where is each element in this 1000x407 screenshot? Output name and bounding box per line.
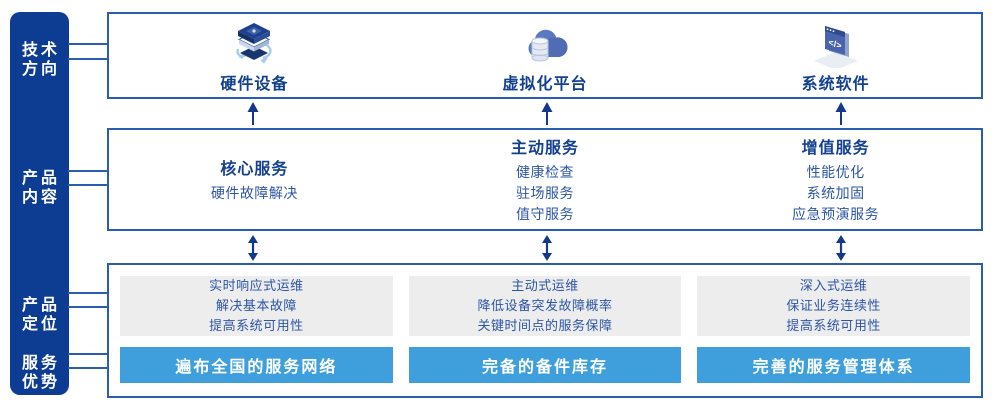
up-arrow-icon xyxy=(541,102,553,125)
service-advantage-banner: 完备的备件库存 xyxy=(408,347,682,383)
positioning-line: 实时响应式运维 xyxy=(209,278,304,293)
positioning-column-realtime: 实时响应式运维 解决基本故障 提高系统可用性 遍布全国的服务网络 xyxy=(120,276,393,383)
connector-line xyxy=(68,306,108,308)
sidebar: 技术 方向 产品 内容 产品 定位 服务 优势 xyxy=(10,12,69,395)
sidebar-item-tech-direction: 技术 方向 xyxy=(10,41,69,79)
positioning-column-proactive: 主动式运维 降低设备突发故障概率 关键时间点的服务保障 完备的备件库存 xyxy=(408,276,682,383)
double-arrow-icon xyxy=(836,235,846,261)
tech-direction-box: 硬件设备 虚拟化平台 </> 系统软件 xyxy=(107,12,983,99)
up-arrow-icon xyxy=(835,102,847,125)
sidebar-label-line: 定位 xyxy=(21,316,60,333)
positioning-panel: 深入式运维 保证业务连续性 提高系统可用性 xyxy=(697,276,971,336)
service-item: 性能优化 xyxy=(806,164,865,180)
tech-direction-label: 硬件设备 xyxy=(220,75,289,93)
sidebar-label-line: 方向 xyxy=(21,61,60,78)
connector-line xyxy=(68,43,108,45)
positioning-line: 提高系统可用性 xyxy=(209,318,304,333)
double-arrow-icon xyxy=(248,235,258,261)
sidebar-item-product-content: 产品 内容 xyxy=(10,169,69,207)
service-item: 驻场服务 xyxy=(516,185,574,201)
sidebar-label-line: 优势 xyxy=(21,374,60,391)
tech-direction-software: </> 系统软件 xyxy=(690,14,981,97)
service-column-value-added: 增值服务 性能优化 系统加固 应急预演服务 xyxy=(690,130,981,229)
code-window-icon: </> xyxy=(813,25,858,68)
connector-line xyxy=(68,367,108,369)
positioning-panel: 主动式运维 降低设备突发故障概率 关键时间点的服务保障 xyxy=(408,276,682,336)
connector-line xyxy=(68,170,108,172)
product-positioning-box: 实时响应式运维 解决基本故障 提高系统可用性 遍布全国的服务网络 主动式运维 降… xyxy=(107,263,983,398)
tech-direction-virtualization: 虚拟化平台 xyxy=(400,14,691,97)
connector-line xyxy=(68,58,108,60)
positioning-line: 主动式运维 xyxy=(511,278,579,293)
sidebar-item-product-positioning: 产品 定位 xyxy=(10,296,69,334)
svg-text:</>: </> xyxy=(828,37,841,51)
product-content-box: 核心服务 硬件故障解决 主动服务 健康检查 驻场服务 值守服务 增值服务 性能优… xyxy=(107,128,983,231)
service-column-proactive: 主动服务 健康检查 驻场服务 值守服务 xyxy=(400,130,691,229)
sidebar-label-line: 技术 xyxy=(21,42,60,59)
positioning-line: 提高系统可用性 xyxy=(786,318,881,333)
positioning-line: 深入式运维 xyxy=(799,278,868,293)
tech-direction-label: 系统软件 xyxy=(801,75,870,93)
positioning-column-indepth: 深入式运维 保证业务连续性 提高系统可用性 完善的服务管理体系 xyxy=(697,276,971,383)
service-title: 主动服务 xyxy=(511,140,580,157)
cloud-database-icon xyxy=(528,29,568,61)
service-advantage-banner: 完善的服务管理体系 xyxy=(697,347,971,383)
service-column-core: 核心服务 硬件故障解决 xyxy=(109,130,400,229)
service-item: 值守服务 xyxy=(516,206,574,222)
service-item: 健康检查 xyxy=(516,164,574,180)
sidebar-label-line: 产品 xyxy=(21,297,60,314)
tech-direction-hardware: 硬件设备 xyxy=(109,14,400,97)
positioning-line: 降低设备突发故障概率 xyxy=(477,298,613,313)
connector-line xyxy=(68,292,108,294)
positioning-line: 解决基本故障 xyxy=(215,298,297,313)
service-title: 核心服务 xyxy=(220,161,289,178)
sidebar-label-line: 产品 xyxy=(21,170,60,187)
service-item: 硬件故障解决 xyxy=(210,185,298,201)
server-stack-icon xyxy=(236,22,272,63)
connector-line xyxy=(68,184,108,186)
service-item: 系统加固 xyxy=(806,185,865,201)
sidebar-label-line: 内容 xyxy=(21,189,60,206)
sidebar-item-service-advantage: 服务 优势 xyxy=(10,354,69,392)
positioning-line: 保证业务连续性 xyxy=(786,298,881,313)
service-advantage-banner: 遍布全国的服务网络 xyxy=(120,347,393,383)
double-arrow-icon xyxy=(542,235,552,261)
service-item: 应急预演服务 xyxy=(792,206,880,222)
up-arrow-icon xyxy=(247,102,259,125)
positioning-line: 关键时间点的服务保障 xyxy=(477,318,613,333)
positioning-panel: 实时响应式运维 解决基本故障 提高系统可用性 xyxy=(120,276,393,336)
connector-line xyxy=(68,353,108,355)
sidebar-label-line: 服务 xyxy=(21,355,60,372)
tech-direction-label: 虚拟化平台 xyxy=(502,75,588,93)
service-title: 增值服务 xyxy=(801,140,870,157)
